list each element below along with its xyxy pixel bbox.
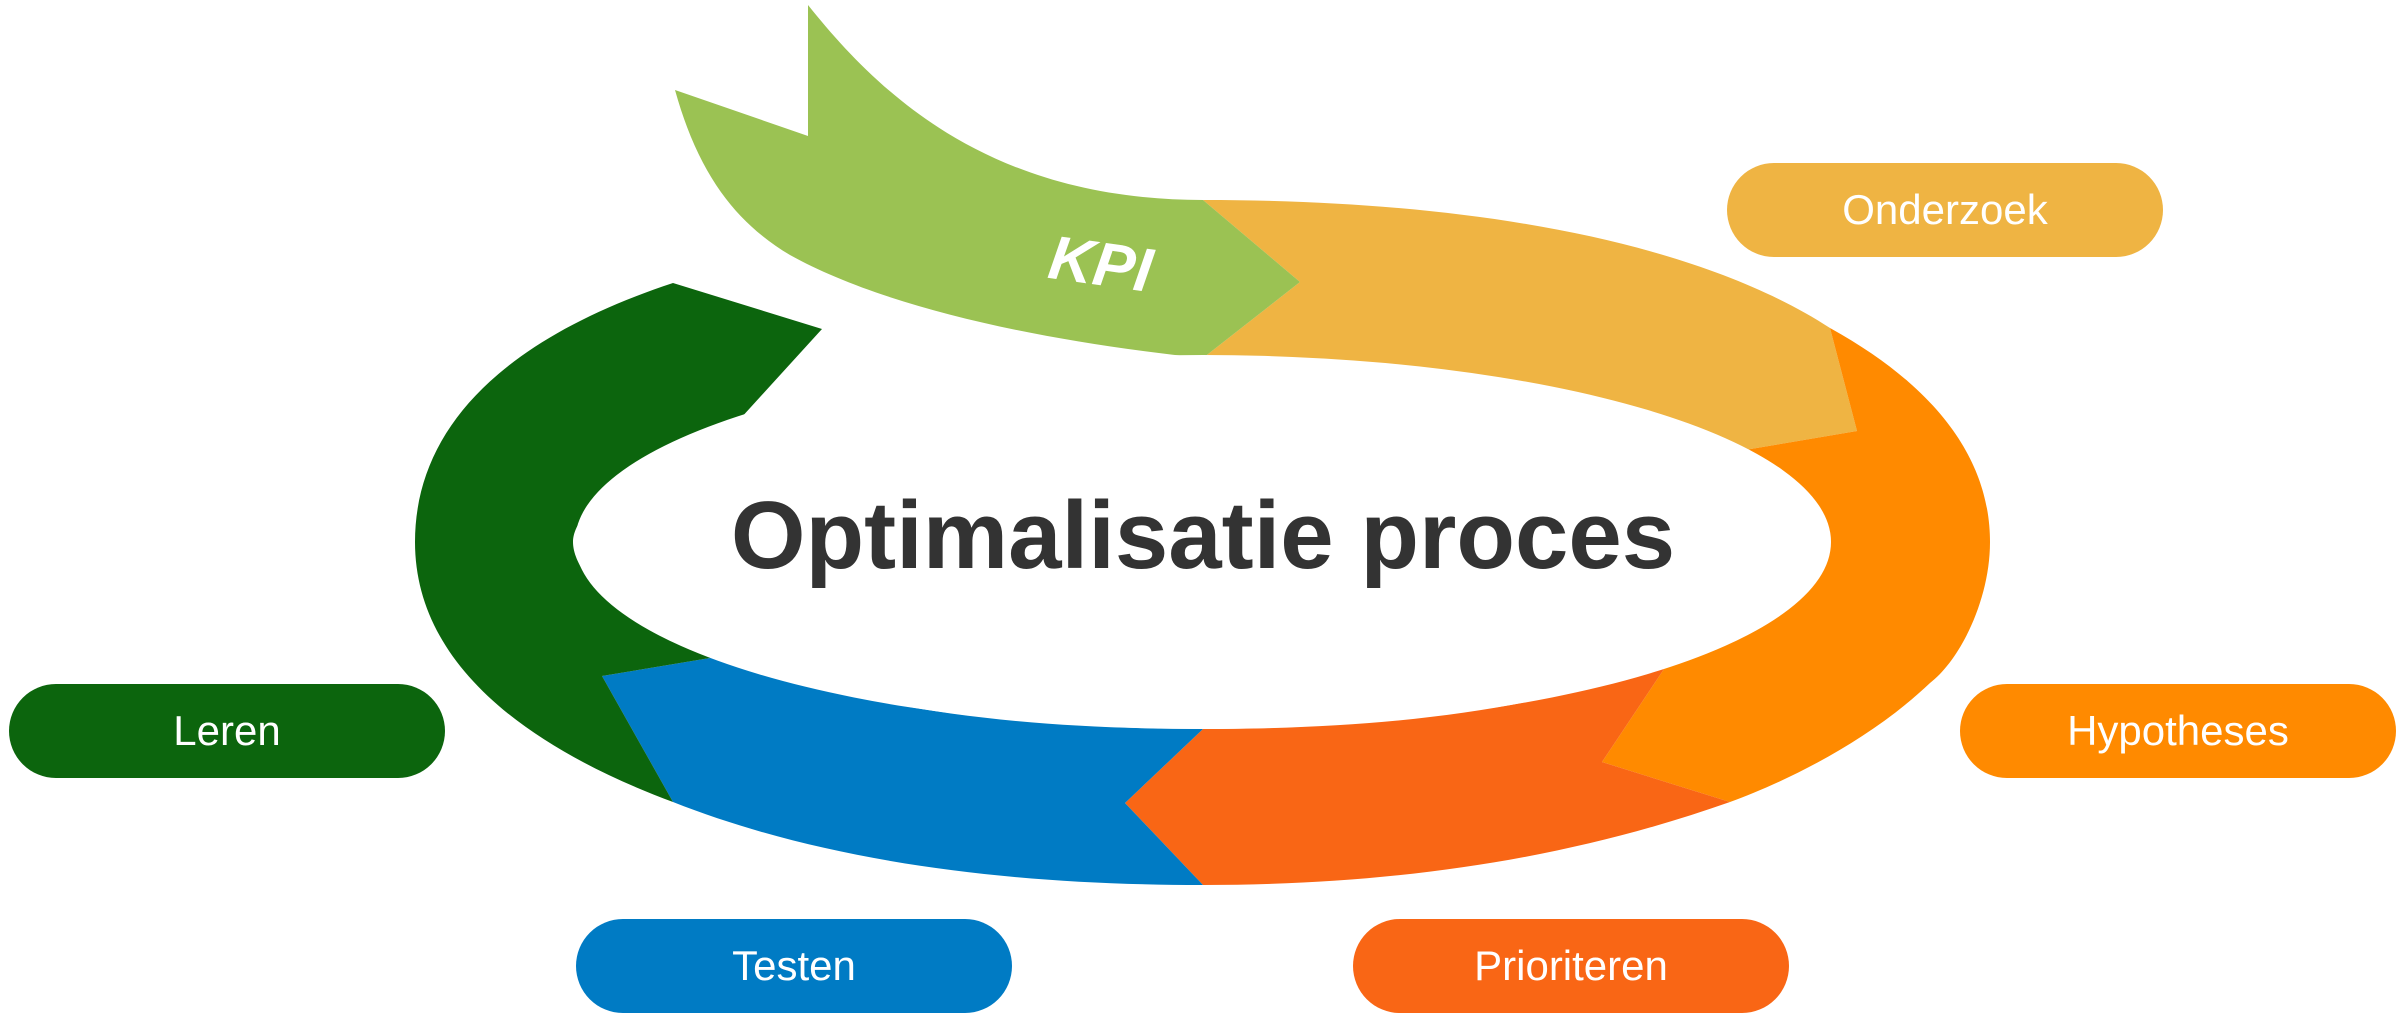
onderzoek-label-pill: Onderzoek: [1727, 163, 2163, 257]
center-ellipse: [575, 355, 1831, 729]
onderzoek-label: Onderzoek: [1842, 186, 2048, 233]
diagram-title: Optimalisatie proces: [731, 482, 1675, 589]
hypotheses-arrow-segment: [1602, 328, 1990, 802]
testen-label-pill: Testen: [576, 919, 1012, 1013]
testen-arrow-segment: [602, 656, 1203, 885]
prioriteren-label: Prioriteren: [1474, 942, 1668, 989]
leren-label-pill: Leren: [9, 684, 445, 778]
kpi-label: KPI: [1045, 223, 1159, 306]
kpi-arrow-segment: [675, 5, 1300, 358]
hypotheses-label-pill: Hypotheses: [1960, 684, 2396, 778]
hypotheses-label: Hypotheses: [2067, 707, 2289, 754]
leren-arrow-segment: [415, 283, 822, 802]
testen-label: Testen: [732, 942, 856, 989]
leren-label: Leren: [173, 707, 281, 754]
prioriteren-arrow-segment: [1125, 660, 1730, 885]
prioriteren-label-pill: Prioriteren: [1353, 919, 1789, 1013]
onderzoek-arrow-segment: [1203, 200, 1857, 452]
